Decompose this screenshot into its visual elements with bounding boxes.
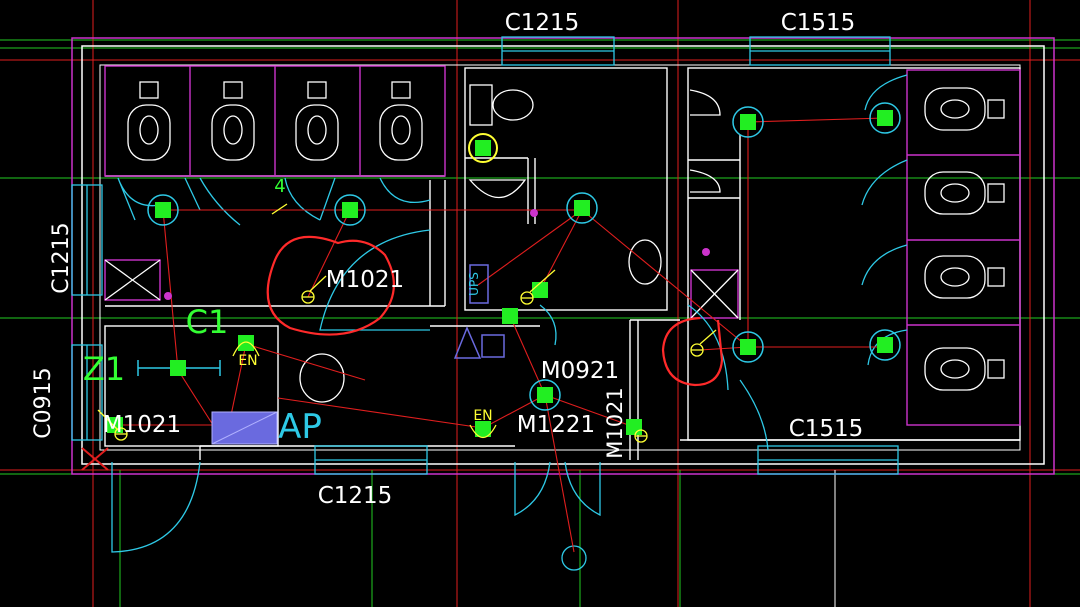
ups-box bbox=[469, 264, 489, 304]
ceiling-lamp bbox=[740, 114, 756, 130]
annotation-marks bbox=[266, 235, 724, 387]
squat-toilet-7 bbox=[924, 255, 1005, 299]
wall-lamp bbox=[502, 308, 518, 324]
ceiling-lamp bbox=[537, 387, 553, 403]
label-mark-z1: Z1 bbox=[83, 350, 125, 388]
label-panel-ap: AP bbox=[278, 407, 322, 447]
lamp-ring-yellow bbox=[468, 133, 498, 163]
lamp-ring bbox=[566, 192, 598, 224]
label-door-m1221: M1221 bbox=[517, 412, 595, 438]
label-mark-4: 4 bbox=[274, 176, 285, 197]
squat-toilet-8 bbox=[924, 347, 1005, 391]
light-fixtures bbox=[107, 102, 901, 437]
lamp-ring bbox=[732, 106, 764, 138]
wall-lamp bbox=[238, 335, 254, 351]
ceiling-lamp bbox=[155, 202, 171, 218]
door-swings bbox=[111, 74, 908, 571]
switch-4 bbox=[97, 409, 128, 441]
ceiling-lamp bbox=[877, 337, 893, 353]
squat-toilet-1 bbox=[127, 81, 171, 161]
lamp-ring bbox=[334, 194, 366, 226]
ceiling-lamp bbox=[877, 110, 893, 126]
label-mark-c1: C1 bbox=[186, 303, 229, 341]
wall-lamp bbox=[170, 360, 186, 376]
squat-toilet-4 bbox=[379, 81, 423, 161]
urinal-1 bbox=[689, 89, 721, 116]
wall-lamp bbox=[626, 419, 642, 435]
lamp-ring bbox=[869, 102, 901, 134]
emergency-fixtures bbox=[232, 341, 497, 439]
labels: C1215 C1515 C1215 C0915 C1215 C1515 M102… bbox=[31, 10, 863, 509]
sink-3 bbox=[299, 353, 345, 403]
label-door-m1021-upper: M1021 bbox=[326, 267, 404, 293]
ups-symbol bbox=[453, 326, 482, 359]
wall-lamp bbox=[475, 140, 491, 156]
switch-1 bbox=[301, 275, 327, 304]
windows bbox=[71, 36, 899, 475]
label-window-left-lower: C0915 bbox=[31, 367, 56, 438]
ceiling-lamp bbox=[342, 202, 358, 218]
label-window-top-2: C1515 bbox=[781, 10, 856, 36]
label-window-left-upper: C1215 bbox=[49, 222, 74, 293]
annotation-circle-left bbox=[266, 235, 395, 336]
lamp-ring bbox=[869, 329, 901, 361]
label-window-bottom-1: C1215 bbox=[318, 483, 393, 509]
lamp-ring bbox=[529, 379, 561, 411]
label-emergency-en-1: EN bbox=[238, 353, 257, 369]
ceiling-lamp bbox=[740, 339, 756, 355]
label-door-m0921: M0921 bbox=[541, 358, 619, 384]
squat-toilet-2 bbox=[211, 81, 255, 161]
stall-partitions bbox=[104, 65, 1021, 426]
squat-toilet-3 bbox=[295, 81, 339, 161]
ceiling-lamp bbox=[574, 200, 590, 216]
wall-lamp bbox=[475, 421, 491, 437]
wiring bbox=[115, 117, 886, 553]
sink-2 bbox=[628, 239, 662, 285]
lamp-ring bbox=[147, 194, 179, 226]
squat-toilet-6 bbox=[924, 171, 1005, 215]
switch-2 bbox=[690, 329, 717, 357]
urinal-2 bbox=[689, 169, 721, 193]
annotation-circle-right bbox=[661, 316, 724, 387]
squat-toilet-5 bbox=[924, 87, 1005, 131]
label-emergency-en-2: EN bbox=[473, 408, 492, 424]
lamp-ring bbox=[732, 331, 764, 363]
switches bbox=[97, 203, 717, 443]
fixtures bbox=[104, 81, 1005, 403]
switch-5 bbox=[634, 429, 648, 443]
western-toilet bbox=[469, 84, 534, 126]
label-ups: UPS bbox=[467, 272, 481, 296]
label-window-top-1: C1215 bbox=[505, 10, 580, 36]
sink-1 bbox=[468, 179, 527, 198]
label-door-m1021-left: M1021 bbox=[103, 412, 181, 438]
label-door-m1021-right: M1021 bbox=[603, 387, 627, 459]
switch-3 bbox=[520, 269, 556, 305]
label-window-bottom-2: C1515 bbox=[789, 416, 864, 442]
wall-lamp bbox=[532, 282, 548, 298]
